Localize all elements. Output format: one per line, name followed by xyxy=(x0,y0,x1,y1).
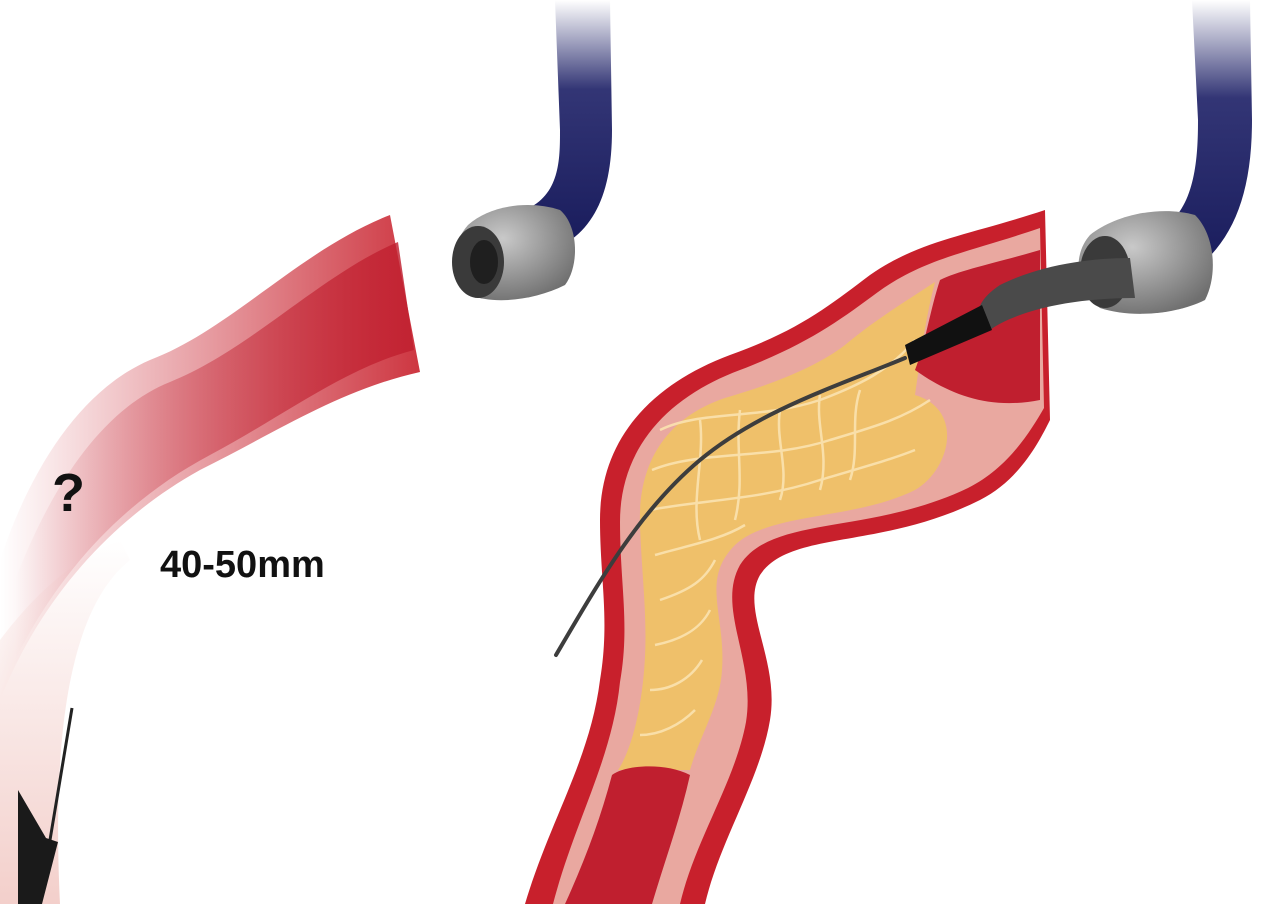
left-guide-catheter xyxy=(452,0,612,300)
unknown-length-question-mark: ? xyxy=(52,466,85,520)
lesion-length-label: 40-50mm xyxy=(160,546,325,584)
